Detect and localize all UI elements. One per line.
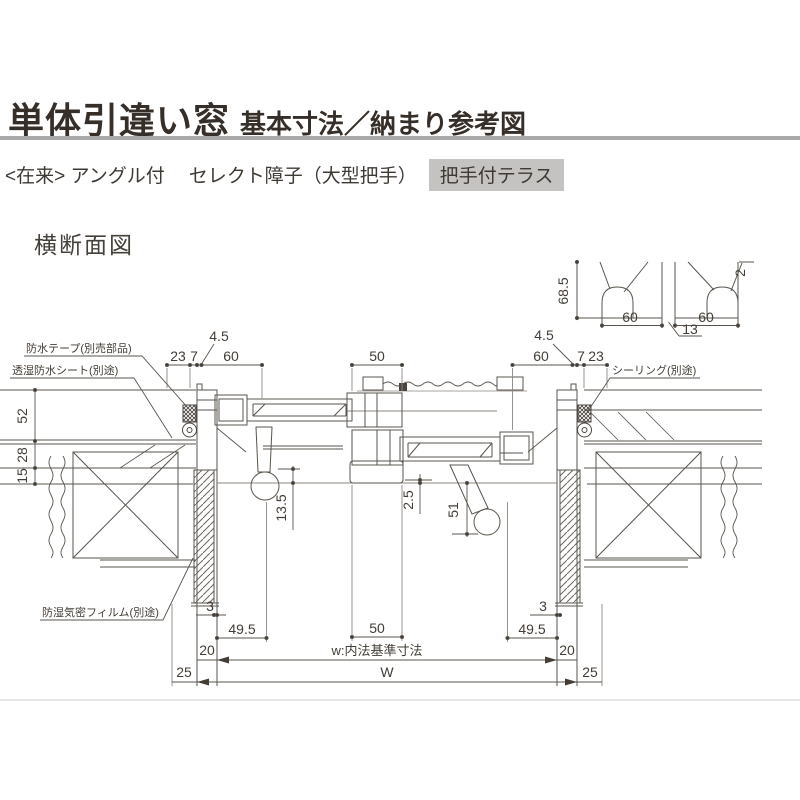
label-waterproof-tape: 防水テープ(別売部品) (26, 341, 132, 355)
dim-top-50: 50 (369, 348, 385, 364)
label-sealing: シーリング(別途) (612, 363, 696, 377)
top-dimensions: 23 7 4.5 60 50 60 4.5 7 23 (164, 327, 610, 430)
sash-right (349, 429, 534, 484)
section-label: 横断面図 (34, 232, 134, 258)
dim-detail-60-left: 60 (622, 309, 638, 325)
title-underline-rule (0, 136, 800, 140)
dim-bottom-3-left: 3 (206, 598, 214, 614)
sash-left (214, 392, 403, 450)
dim-top-60-right: 60 (533, 348, 549, 364)
handle-detail-view: 68.5 60 60 13 2 (555, 259, 754, 337)
dim-top-7-right: 7 (577, 348, 585, 364)
dim-bottom-3-right: 3 (539, 598, 547, 614)
dim-detail-2: 2 (732, 269, 748, 277)
dim-68-5: 68.5 (555, 277, 571, 304)
variant-prefix: <在来> アングル付 (5, 166, 165, 187)
door-handles (250, 426, 501, 536)
dim-top-60-left: 60 (223, 348, 239, 364)
dim-side-52: 52 (14, 408, 30, 424)
variant-mid: セレクト障子（大型把手） (188, 166, 417, 187)
inner-dimensions: 13.5 2.5 51 (273, 466, 478, 537)
seal-blocks (182, 404, 592, 438)
variant-badge: 把手付テラス (428, 159, 565, 191)
label-breathable-sheet: 透湿防水シート(別途) (12, 363, 118, 377)
dim-detail-13: 13 (682, 321, 698, 337)
dim-side-28: 28 (14, 447, 30, 463)
dim-bottom-W: W (380, 664, 394, 680)
dim-bottom-49-5-right: 49.5 (518, 621, 545, 637)
dim-top-4-5-left: 4.5 (209, 328, 229, 344)
label-moisture-film: 防湿気密フィルム(別途) (42, 605, 159, 619)
dim-bottom-25-right: 25 (582, 664, 598, 680)
title-sub: 基本寸法／納まり参考図 (240, 109, 527, 139)
dim-side-15: 15 (14, 468, 30, 484)
dim-top-23-left: 23 (170, 348, 186, 364)
screen-door (362, 376, 524, 391)
title-main: 単体引違い窓 (8, 100, 231, 141)
w-inner-dimension-note: w:内法基準寸法 (330, 643, 422, 658)
dim-inner-13-5: 13.5 (273, 494, 289, 521)
page-title: 単体引違い窓基本寸法／納まり参考図 (8, 92, 526, 144)
variant-row: <在来> アングル付 セレクト障子（大型把手） 把手付テラス (5, 159, 565, 191)
window-frame (196, 383, 578, 686)
left-dimension-column: 52 28 15 (14, 387, 38, 487)
dim-bottom-49-5-left: 49.5 (228, 621, 255, 637)
dim-inner-2-5: 2.5 (400, 490, 416, 510)
leader-labels: 防水テープ(別売部品) 透湿防水シート(別途) シーリング(別途) 防湿気密フィ… (10, 341, 700, 621)
dim-bottom-25-left: 25 (176, 664, 192, 680)
dim-top-4-5-right: 4.5 (534, 327, 554, 343)
bottom-dimensions: 3 3 49.5 49.5 50 20 20 w:内法基準寸法 25 25 (171, 485, 603, 686)
dim-bottom-20-left: 20 (199, 642, 215, 658)
dim-top-23-right: 23 (588, 348, 604, 364)
dim-top-7-left: 7 (190, 348, 198, 364)
right-wall (555, 389, 762, 607)
dim-bottom-50: 50 (369, 620, 385, 636)
dim-inner-51: 51 (445, 502, 461, 518)
dim-detail-60-right: 60 (698, 309, 714, 325)
left-wall (0, 389, 219, 607)
dim-bottom-20-right: 20 (559, 642, 575, 658)
